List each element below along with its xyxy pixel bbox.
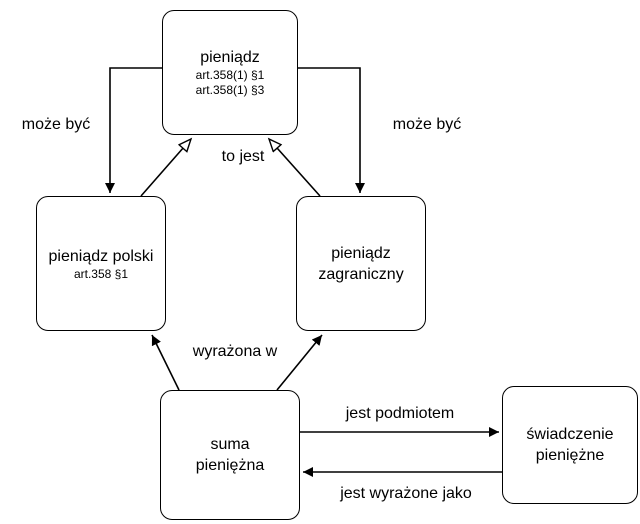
node-pieniadz-ref2: art.358(1) §3	[195, 83, 265, 97]
edge-to-jest-left-line	[140, 139, 191, 197]
edge-label-jest-wyrazone-jako: jest wyrażone jako	[340, 485, 472, 502]
node-swiadczenie-pieniezne: świadczenie pieniężne	[502, 386, 638, 504]
edge-moze-byc-left-line	[105, 67, 162, 193]
node-pieniadz: pieniądz art.358(1) §1 art.358(1) §3	[162, 10, 298, 135]
edge-wyrazona-w-left-line	[151, 334, 180, 391]
edge-label-wyrazona-w: wyrażona w	[192, 343, 278, 360]
node-pieniadz-zagraniczny-title: pieniądz zagraniczny	[318, 244, 404, 283]
edge-label-moze-byc-left: może być	[21, 116, 91, 133]
edge-label-jest-podmiotem: jest podmiotem	[345, 405, 455, 422]
node-swiadczenie-pieniezne-title: świadczenie pieniężne	[526, 426, 614, 464]
node-pieniadz-ref1: art.358(1) §1	[195, 68, 265, 82]
node-suma-pieniezna-title: suma pieniężna	[195, 436, 265, 474]
edge-label-moze-byc-right: może być	[392, 116, 462, 133]
node-pieniadz-title: pieniądz	[200, 49, 260, 66]
node-pieniadz-zagraniczny: pieniądz zagraniczny	[296, 196, 426, 331]
node-pieniadz-polski-title: pieniądz polski	[48, 247, 154, 265]
edge-to-jest-right-line	[269, 139, 321, 197]
node-pieniadz-polski: pieniądz polski art.358 §1	[36, 196, 166, 331]
edge-moze-byc-right-line	[298, 67, 365, 193]
node-suma-pieniezna: suma pieniężna	[160, 390, 300, 520]
edge-label-to-jest: to jest	[221, 148, 265, 165]
node-pieniadz-polski-ref1: art.358 §1	[73, 266, 129, 281]
edge-wyrazona-w-right-line	[276, 334, 323, 391]
